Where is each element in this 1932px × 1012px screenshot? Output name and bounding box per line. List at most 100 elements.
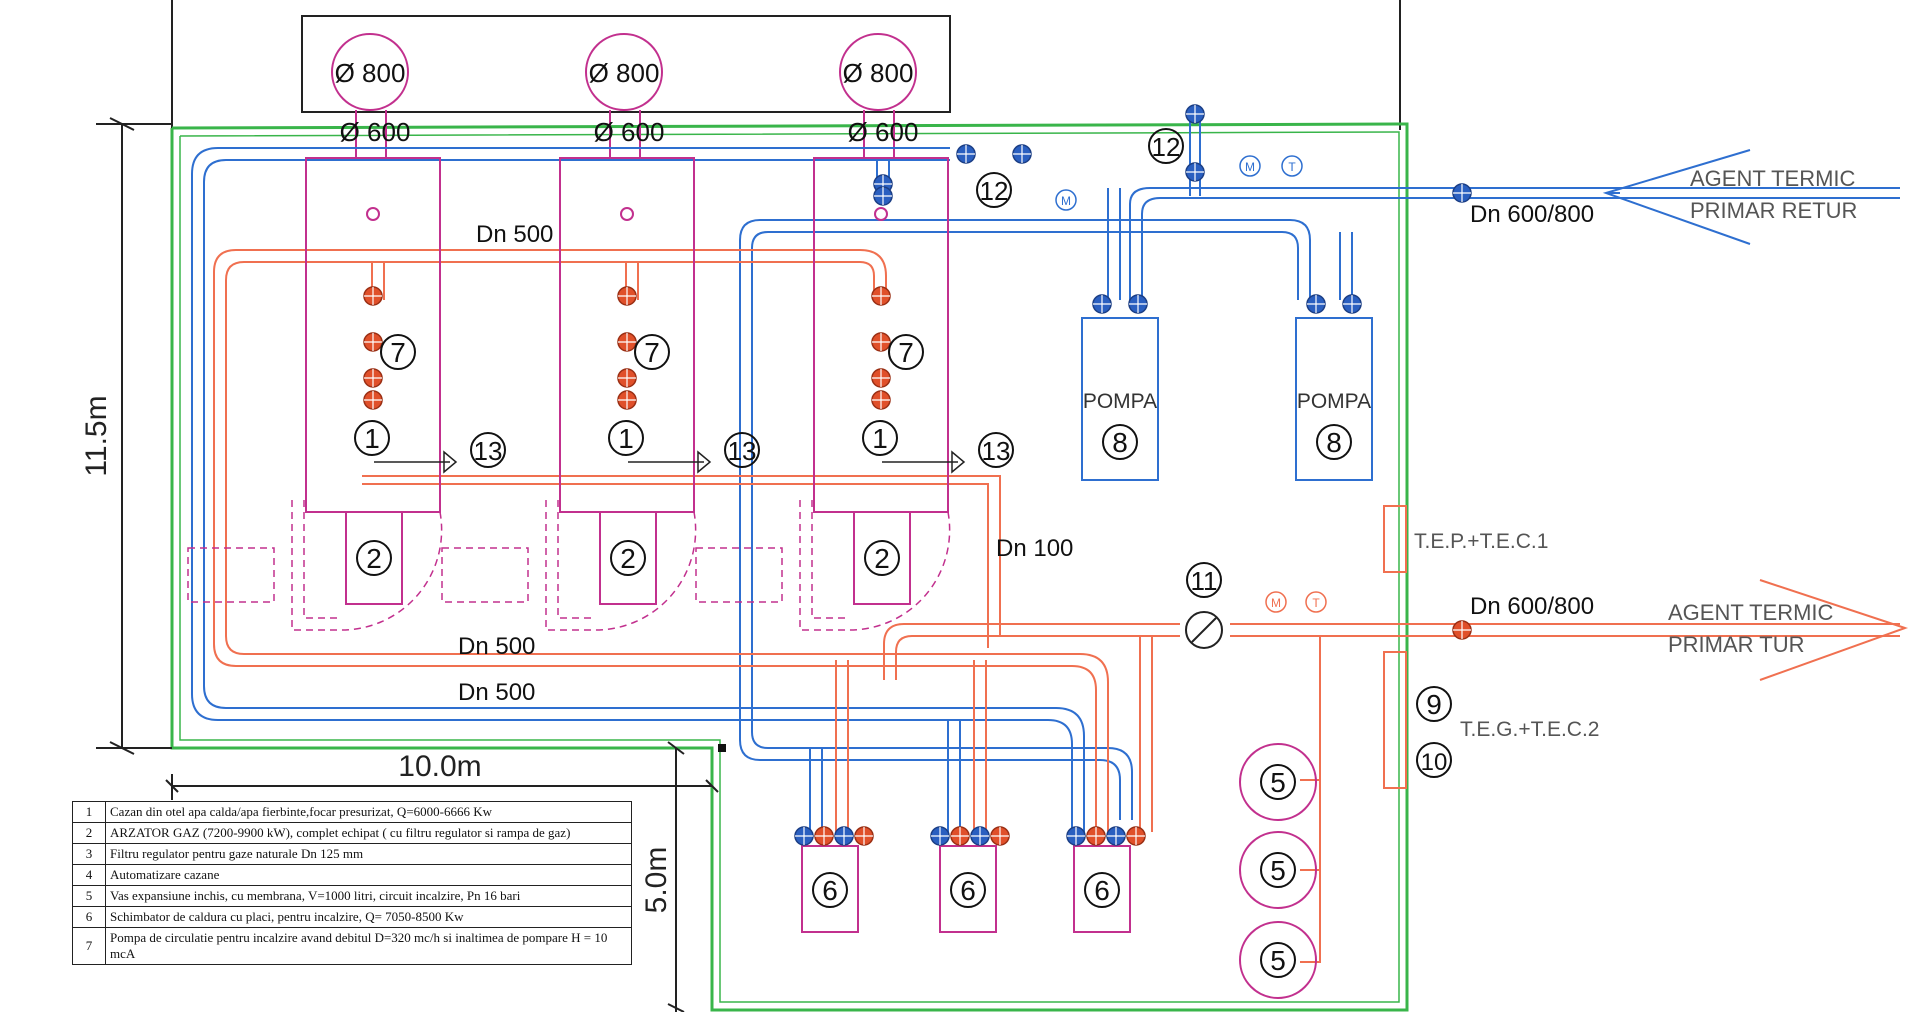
chimney-box: Ø 800 Ø 800 Ø 800 bbox=[301, 15, 951, 113]
legend-text: Schimbator de caldura cu placi, pentru i… bbox=[105, 906, 632, 928]
svg-text:5: 5 bbox=[1270, 945, 1286, 976]
marker-safety-2: 13 bbox=[724, 432, 760, 468]
flue-1-diameter: Ø 600 bbox=[340, 117, 411, 147]
panel-teg-label: T.E.G.+T.E.C.2 bbox=[1460, 718, 1599, 741]
svg-text:12: 12 bbox=[980, 176, 1009, 206]
legend-number: 1 bbox=[72, 801, 106, 823]
flow-meter bbox=[1185, 611, 1223, 649]
chimney-1-circle bbox=[331, 33, 409, 111]
legend-text: Vas expansiune inchis, cu membrana, V=10… bbox=[105, 885, 632, 907]
expansion-vessels bbox=[1239, 743, 1317, 999]
flue-2-diameter: Ø 600 bbox=[594, 117, 665, 147]
vessel-3 bbox=[1239, 921, 1317, 999]
legend-text: Cazan din otel apa calda/apa fierbinte,f… bbox=[105, 801, 632, 823]
pumps bbox=[1081, 317, 1373, 481]
panel-teg bbox=[1383, 651, 1407, 789]
chimney-2-circle bbox=[585, 33, 663, 111]
instruments bbox=[1055, 155, 1303, 211]
marker-pump-1: 8 bbox=[1102, 424, 1138, 460]
marker-burner-3: 2 bbox=[864, 540, 900, 576]
marker-valve-group-2: 12 bbox=[1148, 128, 1184, 164]
boilers bbox=[305, 157, 949, 605]
marker-burner-2: 2 bbox=[610, 540, 646, 576]
manometer-1: M bbox=[1061, 194, 1071, 208]
svg-text:1: 1 bbox=[618, 423, 634, 454]
dimension-width: 10.0m bbox=[398, 750, 481, 783]
marker-panel-9: 9 bbox=[1416, 686, 1452, 722]
burner-swing-zones bbox=[187, 500, 951, 631]
svg-text:6: 6 bbox=[1094, 875, 1110, 906]
marker-safety-3: 13 bbox=[978, 432, 1014, 468]
svg-text:5: 5 bbox=[1270, 767, 1286, 798]
exchanger-3 bbox=[1073, 845, 1131, 933]
marker-filter-2: 7 bbox=[634, 334, 670, 370]
supply-pipes bbox=[213, 249, 1321, 963]
marker-boiler-2: 1 bbox=[608, 420, 644, 456]
marker-safety-1: 13 bbox=[470, 432, 506, 468]
panel-tep bbox=[1383, 505, 1407, 573]
legend-number: 5 bbox=[72, 885, 106, 907]
svg-text:1: 1 bbox=[872, 423, 888, 454]
marker-burner-1: 2 bbox=[356, 540, 392, 576]
svg-text:13: 13 bbox=[982, 436, 1011, 466]
svg-text:2: 2 bbox=[366, 543, 382, 574]
legend-number: 7 bbox=[72, 927, 106, 965]
svg-text:1: 1 bbox=[364, 423, 380, 454]
marker-boiler-3: 1 bbox=[862, 420, 898, 456]
legend-number: 2 bbox=[72, 822, 106, 844]
chimney-3-diameter: Ø 800 bbox=[843, 58, 914, 88]
legend-text: Automatizare cazane bbox=[105, 864, 632, 886]
label-dn500-retur: Dn 500 bbox=[458, 679, 535, 706]
thermometer-2: T bbox=[1312, 596, 1320, 610]
marker-exchanger-1: 6 bbox=[812, 872, 848, 908]
svg-text:13: 13 bbox=[474, 436, 503, 466]
marker-exchanger-3: 6 bbox=[1084, 872, 1120, 908]
marker-vessel-2: 5 bbox=[1260, 852, 1296, 888]
label-dn600-tur: Dn 600/800 bbox=[1470, 593, 1594, 620]
svg-text:10: 10 bbox=[1421, 749, 1448, 776]
corner-marker bbox=[718, 744, 726, 752]
marker-exchanger-2: 6 bbox=[950, 872, 986, 908]
dimension-annex-height: 5.0m bbox=[640, 847, 673, 914]
svg-text:7: 7 bbox=[390, 337, 406, 368]
exchanger-1 bbox=[801, 845, 859, 933]
svg-text:9: 9 bbox=[1426, 689, 1442, 720]
label-dn600-retur: Dn 600/800 bbox=[1470, 201, 1594, 228]
chimney-3-circle bbox=[839, 33, 917, 111]
svg-text:2: 2 bbox=[874, 543, 890, 574]
svg-text:12: 12 bbox=[1152, 132, 1181, 162]
retur-arrow bbox=[1602, 149, 1751, 245]
manometer-2: M bbox=[1245, 160, 1255, 174]
svg-text:7: 7 bbox=[898, 337, 914, 368]
legend-number: 6 bbox=[72, 906, 106, 928]
svg-text:8: 8 bbox=[1326, 427, 1342, 458]
svg-text:8: 8 bbox=[1112, 427, 1128, 458]
flow-retur-line1: AGENT TERMIC bbox=[1690, 166, 1856, 191]
chimney-2-diameter: Ø 800 bbox=[589, 58, 660, 88]
legend-text: ARZATOR GAZ (7200-9900 kW), complet echi… bbox=[105, 822, 632, 844]
safety-valves bbox=[374, 450, 966, 474]
legend-text: Filtru regulator pentru gaze naturale Dn… bbox=[105, 843, 632, 865]
marker-filter-3: 7 bbox=[888, 334, 924, 370]
manometer-3: M bbox=[1271, 596, 1281, 610]
flue-3-diameter: Ø 600 bbox=[848, 117, 919, 147]
marker-meter: 11 bbox=[1186, 562, 1222, 598]
svg-text:11: 11 bbox=[1191, 566, 1218, 596]
legend-text: Pompa de circulatie pentru incalzire ava… bbox=[105, 927, 632, 965]
burner-1 bbox=[345, 511, 403, 605]
marker-panel-10: 10 bbox=[1416, 742, 1452, 778]
pump-1 bbox=[1081, 317, 1159, 481]
electrical-panels bbox=[1383, 505, 1407, 789]
vessel-1 bbox=[1239, 743, 1317, 821]
main-supply-line bbox=[1230, 623, 1900, 637]
burner-3 bbox=[853, 511, 911, 605]
flow-tur-line2: PRIMAR TUR bbox=[1668, 632, 1805, 657]
